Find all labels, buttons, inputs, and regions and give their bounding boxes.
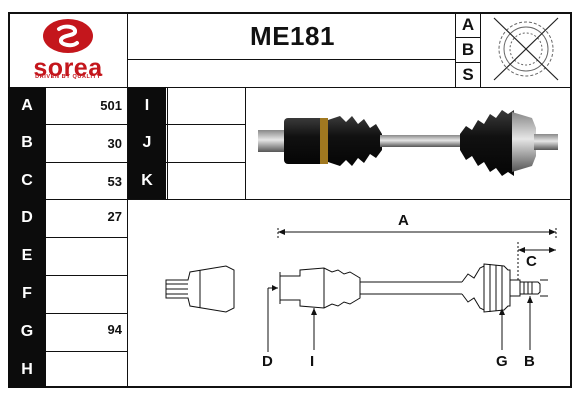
spec-label-e: E (8, 237, 46, 275)
abs-letter-b: B (461, 40, 475, 59)
drive-shaft-photo (258, 110, 558, 176)
divider (8, 237, 127, 238)
dimension-label-i: I (310, 353, 315, 370)
dimension-label-b: B (524, 353, 535, 370)
divider (455, 62, 480, 63)
dimension-label-a: A (398, 212, 409, 229)
spec-value-b: 30 (107, 136, 122, 151)
spec-label-f: F (8, 275, 46, 313)
drive-shaft-diagram (165, 228, 557, 352)
part-number: ME181 (250, 21, 335, 51)
spec-label-d: D (8, 199, 46, 237)
abs-letter-a: A (461, 15, 475, 34)
dimension-label-c: C (526, 253, 537, 270)
spec-label-j: J (128, 124, 166, 162)
spec-label-b: B (8, 124, 46, 162)
spec-value-a: 501 (100, 98, 122, 113)
divider (8, 313, 127, 314)
spec-label-h: H (8, 351, 46, 388)
dimension-label-d: D (262, 353, 273, 370)
divider (455, 12, 456, 87)
spec-label-i: I (128, 87, 166, 124)
spec-value-g: 94 (107, 322, 122, 337)
brand-name: sorea (33, 54, 103, 82)
sorea-logo-icon (43, 19, 93, 53)
spec-label-g: G (8, 313, 46, 351)
spec-label-c: C (8, 162, 46, 199)
divider (167, 87, 168, 199)
spec-value-d: 27 (107, 209, 122, 224)
abs-letter-s: S (462, 65, 474, 84)
divider (8, 162, 245, 163)
abs-ring-crossed-icon (493, 17, 559, 81)
spec-label-a: A (8, 87, 46, 124)
dimension-label-g: G (496, 353, 508, 370)
divider (8, 199, 572, 200)
divider (455, 37, 480, 38)
divider (127, 12, 128, 388)
divider (127, 59, 455, 60)
divider (8, 87, 572, 88)
divider (8, 351, 127, 352)
divider (8, 275, 127, 276)
divider (480, 12, 481, 87)
spec-value-c: 53 (107, 174, 122, 189)
divider (8, 124, 245, 125)
brand-tagline: DRIVEN BY QUALITY (35, 74, 101, 80)
divider (245, 87, 246, 199)
spec-label-k: K (128, 162, 166, 199)
